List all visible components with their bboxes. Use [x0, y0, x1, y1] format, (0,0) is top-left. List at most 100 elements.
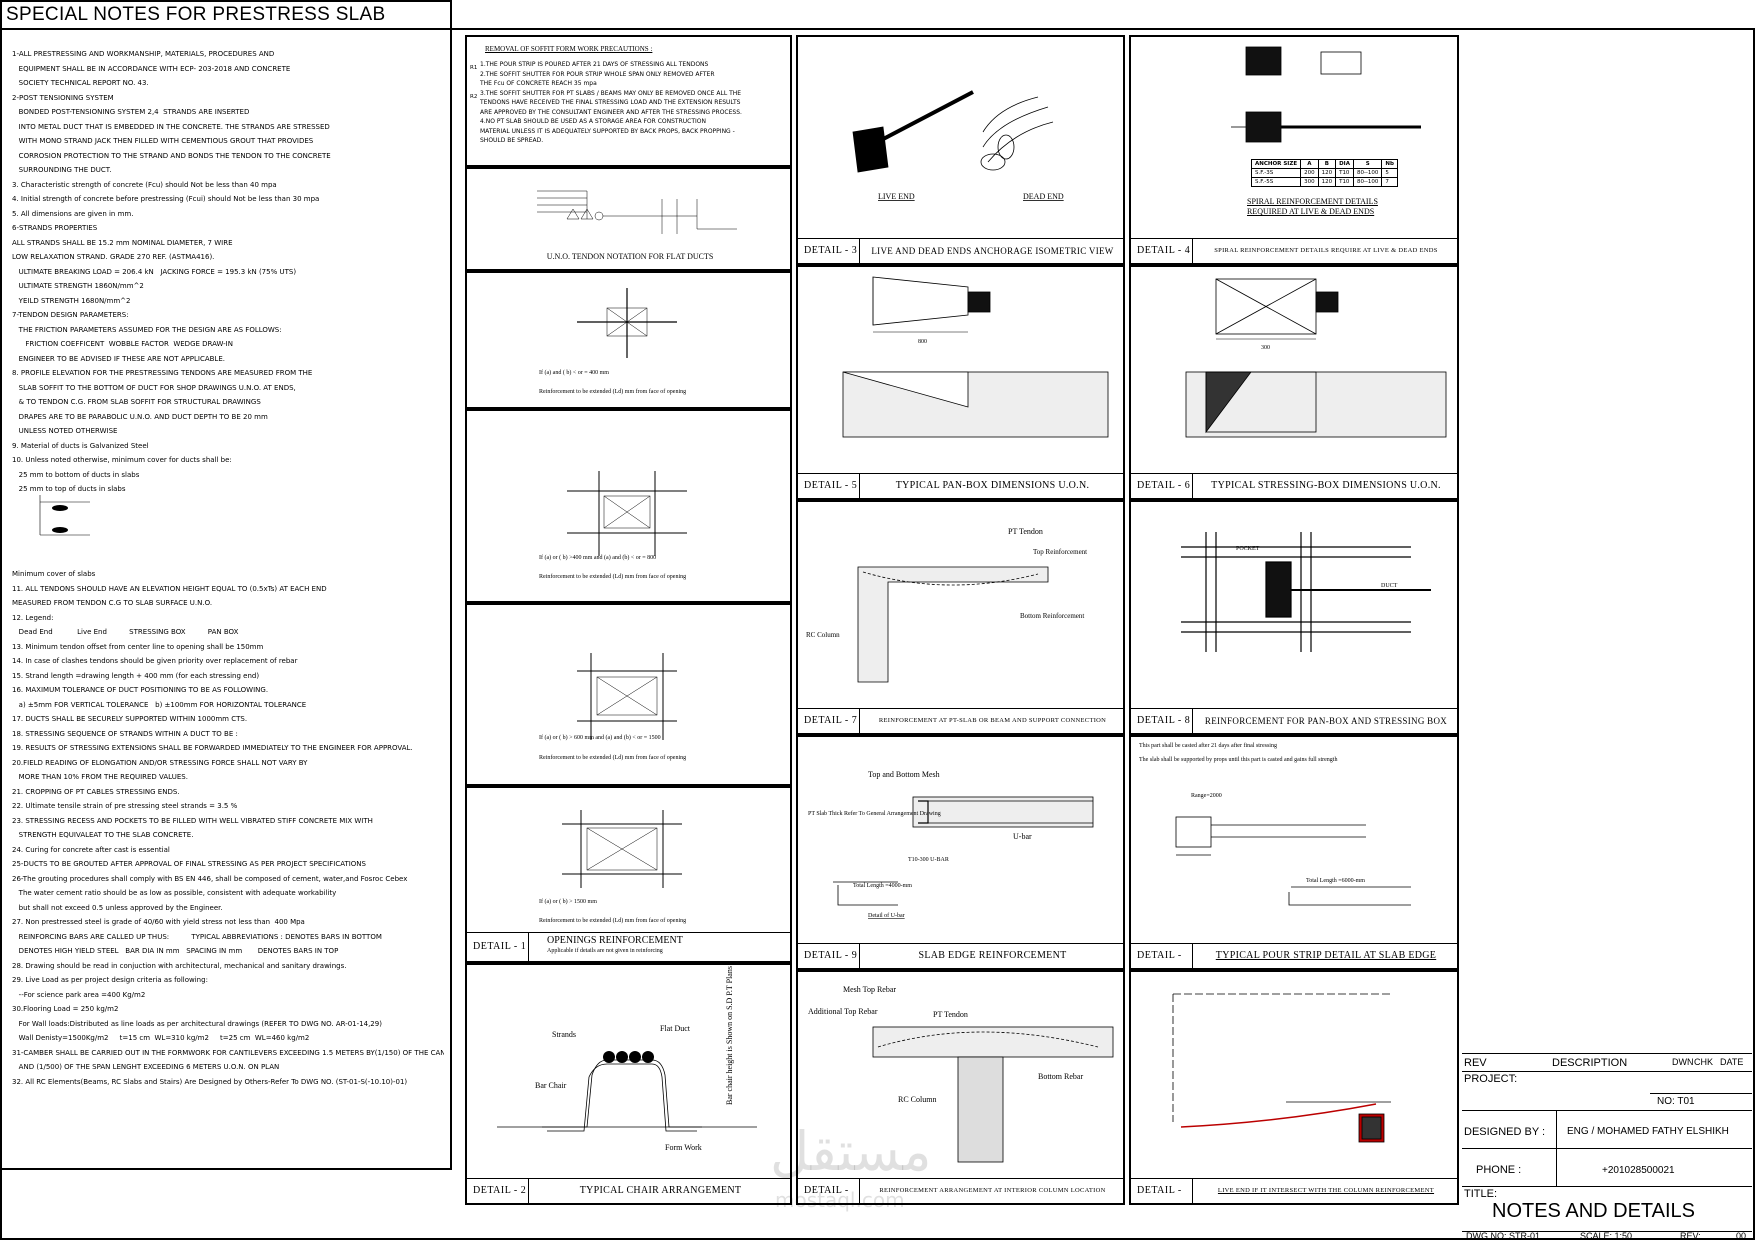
detail-4-caption: DETAIL - 4 SPIRAL REINFORCEMENT DETAILS …: [1131, 238, 1457, 263]
sheet-title: NOTES AND DETAILS: [1492, 1200, 1696, 1222]
opening-1-rule: If (a) and ( b) < or = 400 mm: [539, 369, 609, 376]
note-line: THE FRICTION PARAMETERS ASSUMED FOR THE …: [12, 325, 282, 334]
detail-10-number: DETAIL - 10: [1131, 944, 1193, 968]
total-length-label: Total Length =4000-mm: [853, 883, 912, 889]
note-line: LOW RELAXATION STRAND. GRADE 270 REF. (A…: [12, 253, 215, 261]
support-connection-drawing: PT Tendon Top Reinforcement Bottom Reinf…: [806, 527, 1087, 683]
note-line: 29. Live Load as per project design crit…: [12, 976, 208, 984]
note-line: 5. All dimensions are given in mm.: [12, 209, 134, 218]
live-end-label: LIVE END: [878, 192, 915, 201]
note-line: ENGINEER TO BE ADVISED IF THESE ARE NOT …: [12, 354, 225, 363]
detail-8-number: DETAIL - 8: [1131, 709, 1193, 733]
detail-11-title: REINFORCEMENT ARRANGEMENT AT INTERIOR CO…: [879, 1187, 1106, 1194]
spiral-table-cell: 120: [1317, 177, 1337, 187]
detail-4-number: DETAIL - 4: [1131, 239, 1193, 263]
note-line: 27. Non prestressed steel is grade of 40…: [12, 918, 305, 926]
note-line: 2-POST TENSIONING SYSTEM: [12, 93, 114, 102]
watermark-arabic: مستقل: [770, 1120, 932, 1183]
detail-9-panel: Top and Bottom Mesh PT Slab Thick Refer …: [796, 735, 1125, 970]
soffit-line: 1.THE POUR STRIP IS POURED AFTER 21 DAYS…: [480, 61, 709, 68]
opening-2-rule: If (a) or ( b) >400 mm and (a) and (b) <…: [539, 554, 656, 561]
detail-11-panel: Mesh Top Rebar Additional Top Rebar PT T…: [796, 970, 1125, 1205]
detail-2-title: TYPICAL CHAIR ARRANGEMENT: [579, 1185, 742, 1196]
soffit-panel: REMOVAL OF SOFFIT FORM WORK PRECAUTIONS …: [465, 35, 792, 167]
pan-box-dim: 800: [918, 339, 927, 345]
note-line: DENOTES HIGH YIELD STEEL BAR DIA IN mm S…: [12, 947, 339, 955]
title-label: TITLE:: [1464, 1188, 1498, 1200]
dwg-no: DWG NO: STR-01: [1466, 1231, 1541, 1241]
note-line: 19. RESULTS OF STRESSING EXTENSIONS SHAL…: [12, 744, 413, 752]
opening-panel-1: If (a) and ( b) < or = 400 mm Reinforcem…: [465, 271, 792, 409]
note-line: AND (1/500) OF THE SPAN LENGHT EXCEEDING…: [12, 1063, 280, 1071]
range-label: Range=2000: [1191, 793, 1222, 799]
note-line: 6-STRANDS PROPERTIES: [12, 224, 98, 232]
spiral-table-cell: 5: [1381, 168, 1398, 178]
rev-header: REV: [1464, 1057, 1487, 1069]
note-line: 24. Curing for concrete after cast is es…: [12, 845, 170, 854]
opening-3-reinf: Reinforcement to be extended (Ld) mm fro…: [539, 754, 686, 761]
detail-6-panel: 300 DETAIL - 6 TYPICAL STRESSING-BOX DIM…: [1129, 265, 1459, 500]
bottom-reinf-label: Bottom Reinforcement: [1020, 612, 1084, 620]
ubar-label: U-bar: [1013, 832, 1032, 841]
opening-drawing-2: If (a) or ( b) >400 mm and (a) and (b) <…: [539, 471, 687, 580]
note-line: 7-TENDON DESIGN PARAMETERS:: [12, 311, 129, 319]
detail-7-number: DETAIL - 7: [798, 709, 860, 733]
opening-4-reinf: Reinforcement to be extended (Ld) mm fro…: [539, 917, 686, 924]
note-line: 21. CROPPING OF PT CABLES STRESSING ENDS…: [12, 787, 180, 796]
spiral-title-1: SPIRAL REINFORCEMENT DETAILS: [1247, 197, 1378, 206]
spiral-table-cell: S.F.-5S: [1250, 177, 1302, 187]
t10-label: T10-300 U-BAR: [908, 857, 949, 863]
mesh-top-label: Mesh Top Rebar: [843, 985, 896, 994]
spiral-table-cell: T10: [1335, 168, 1354, 178]
detail-10-panel: This part shall be casted after 21 days …: [1129, 735, 1459, 970]
note-line: 3. Characteristic strength of concrete (…: [12, 180, 277, 189]
anchorage-drawing: LIVE END DEAD END: [852, 90, 1064, 201]
description-header: DESCRIPTION: [1552, 1057, 1628, 1069]
soffit-line: 4.NO PT SLAB SHOULD BE USED AS A STORAGE…: [480, 118, 706, 125]
spiral-table-header: Nb: [1381, 159, 1398, 169]
note-line: 8. PROFILE ELEVATION FOR THE PRESTRESSIN…: [12, 369, 313, 377]
live-end-column-drawing: [1172, 993, 1391, 1143]
note-line: STRENGTH EQUIVALEAT TO THE SLAB CONCRETE…: [12, 831, 194, 839]
note-line: SURROUNDING THE DUCT.: [12, 166, 112, 174]
note-line: FRICTION COEFFICENT WOBBLE FACTOR WEDGE …: [12, 340, 233, 348]
spiral-table-cell: T10: [1335, 177, 1354, 187]
uno-panel: U.N.O. TENDON NOTATION FOR FLAT DUCTS: [465, 167, 792, 271]
opening-3-rule: If (a) or ( b) > 600 mm and (a) and (b) …: [539, 734, 661, 741]
rev-value: 00: [1736, 1231, 1747, 1241]
note-line: 28. Drawing should be read in conjuction…: [12, 961, 347, 970]
sheet-border: [0, 28, 1755, 1240]
cover-sketch: [39, 495, 90, 536]
bar-chair-label: Bar Chair: [535, 1081, 567, 1090]
detail-12-title: LIVE END IF IT INTERSECT WITH THE COLUMN…: [1217, 1187, 1435, 1194]
note-line: 10. Unless noted otherwise, minimum cove…: [12, 456, 232, 464]
spiral-table-header: A: [1300, 159, 1319, 169]
spiral-drawing: [1231, 46, 1421, 143]
notes-body: 1-ALL PRESTRESSING AND WORKMANSHIP, MATE…: [12, 50, 444, 500]
spiral-table-cell: 7: [1381, 177, 1398, 187]
detail-11-number: DETAIL - 11: [798, 1179, 860, 1203]
designer-name: ENG / MOHAMED FATHY ELSHIKH: [1567, 1126, 1729, 1137]
opening-panel-2: If (a) or ( b) >400 mm and (a) and (b) <…: [465, 409, 792, 603]
slab-thick-label: PT Slab Thick Refer To General Arrangeme…: [808, 810, 941, 817]
note-line: --For science park area =400 Kg/m2: [12, 990, 146, 999]
r1-label: R1: [470, 65, 478, 71]
pour-strip-drawing: This part shall be casted after 21 days …: [1139, 742, 1411, 906]
detail-4-title: SPIRAL REINFORCEMENT DETAILS REQUIRE AT …: [1214, 247, 1438, 254]
stressing-box-drawing: 300: [1185, 278, 1447, 438]
spiral-table-header: B: [1317, 159, 1337, 169]
spiral-table-header: S: [1352, 159, 1383, 169]
opening-drawing-3: If (a) or ( b) > 600 mm and (a) and (b) …: [539, 653, 686, 761]
opening-1-reinf: Reinforcement to be extended (Ld) mm fro…: [539, 388, 686, 395]
phone-label: PHONE :: [1476, 1164, 1522, 1176]
soffit-line: TENDONS HAVE RECEIVED THE FINAL STRESSIN…: [480, 99, 741, 106]
note-line: 18. STRESSING SEQUENCE OF STRANDS WITHIN…: [12, 729, 238, 738]
note-line: 14. In case of clashes tendons should be…: [12, 657, 298, 665]
note-line: 9. Material of ducts is Galvanized Steel: [12, 441, 149, 450]
opening-2-reinf: Reinforcement to be extended (Ld) mm fro…: [539, 573, 686, 580]
chk-header: CHK: [1694, 1057, 1714, 1067]
note-line: ALL STRANDS SHALL BE 15.2 mm NOMINAL DIA…: [12, 238, 233, 247]
